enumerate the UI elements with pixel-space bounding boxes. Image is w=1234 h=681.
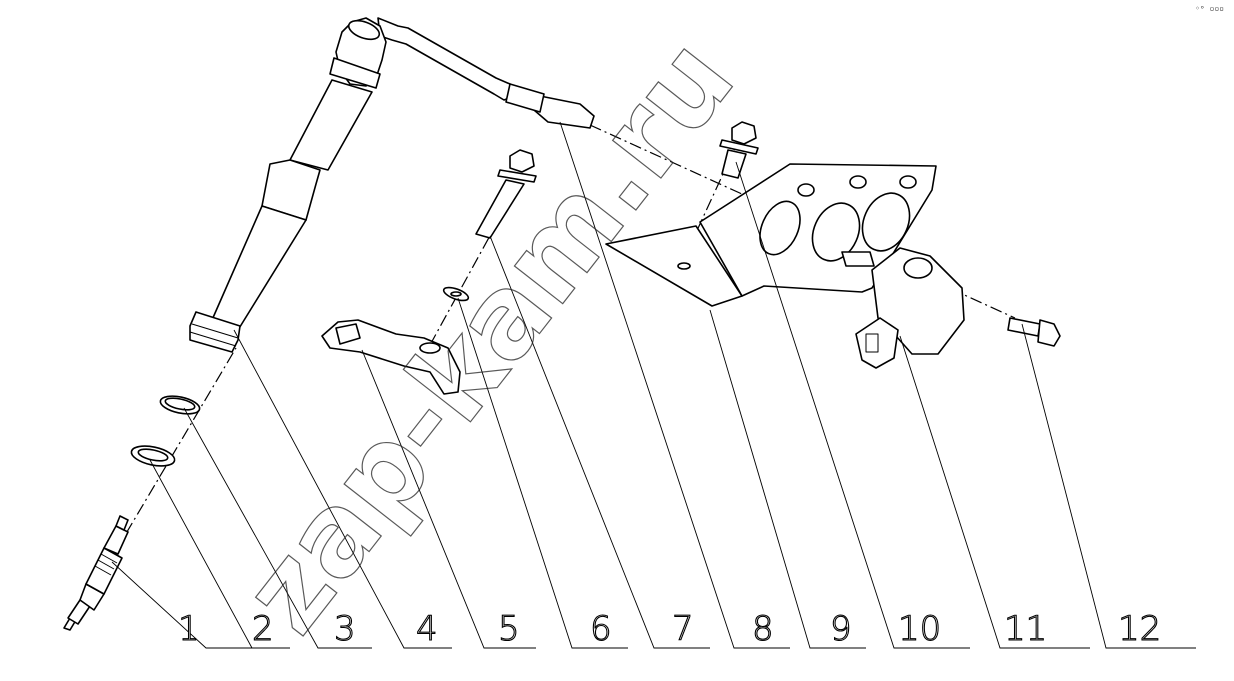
flange-bolt [1007, 317, 1061, 347]
leader-lines [111, 121, 1196, 649]
spark-plug [63, 515, 129, 631]
small-washer [442, 286, 470, 302]
corner-mark: ◦ᵒ ▫▫▫ [1195, 4, 1224, 13]
callout-numbers: 1 2 3 4 5 6 7 8 9 10 11 12 [177, 608, 1161, 649]
bracket-arm [321, 319, 461, 395]
callout-7: 7 [672, 609, 694, 649]
mounting-bracket-plate [605, 163, 937, 307]
callout-2: 2 [252, 609, 274, 649]
callout-12: 12 [1118, 609, 1161, 649]
watermark: zap-kam.ru [219, 16, 760, 657]
callout-3: 3 [334, 609, 356, 649]
ignition-lead-boot [189, 17, 515, 353]
long-bolt [475, 149, 537, 239]
callout-5: 5 [498, 609, 520, 649]
short-bolt [719, 121, 759, 179]
washer [130, 445, 176, 467]
callout-10: 10 [898, 609, 941, 649]
callout-11: 11 [1004, 609, 1047, 649]
callout-6: 6 [590, 609, 612, 649]
coil-connector [505, 83, 595, 129]
callout-4: 4 [416, 609, 438, 649]
callout-9: 9 [830, 609, 852, 649]
callout-8: 8 [752, 609, 774, 649]
callout-1: 1 [178, 609, 200, 649]
ignition-coil [841, 247, 965, 369]
o-ring [159, 395, 201, 415]
